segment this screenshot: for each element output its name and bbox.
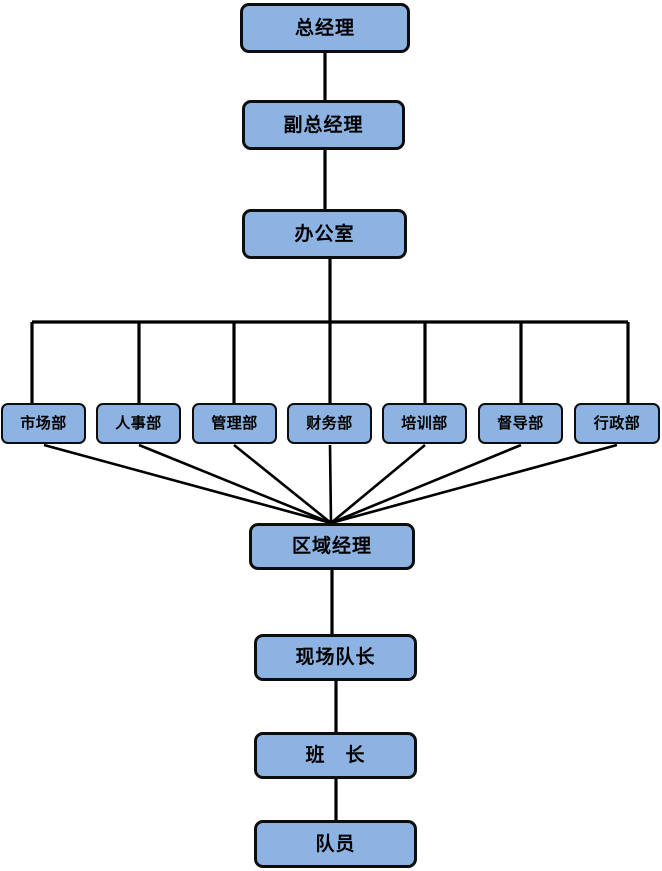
node-label-administration-dept: 行政部 [593,414,641,432]
connector-hr-to-regional [138,443,332,525]
node-label-site-team-leader: 现场队长 [295,646,376,668]
node-shift-leader[interactable]: 班 长 [254,732,417,779]
node-team-member[interactable]: 队员 [254,820,417,868]
node-supervision-dept[interactable]: 督导部 [478,403,563,444]
node-label-marketing-dept: 市场部 [20,414,67,432]
node-training-dept[interactable]: 培训部 [382,403,467,444]
node-hr-dept[interactable]: 人事部 [96,403,181,444]
connector-administration-to-regional [330,443,618,525]
node-regional-manager[interactable]: 区域经理 [249,523,415,570]
node-label-general-manager: 总经理 [294,16,355,39]
node-label-shift-leader: 班 长 [305,744,366,766]
node-management-dept[interactable]: 管理部 [192,403,277,444]
node-label-finance-dept: 财务部 [306,414,353,432]
node-label-hr-dept: 人事部 [115,414,162,432]
node-label-management-dept: 管理部 [211,414,258,432]
node-label-training-dept: 培训部 [401,414,448,432]
node-marketing-dept[interactable]: 市场部 [1,403,86,444]
connector-marketing-to-regional [43,443,332,525]
node-office[interactable]: 办公室 [242,209,407,259]
node-label-team-member: 队员 [315,832,356,855]
node-general-manager[interactable]: 总经理 [240,3,410,53]
node-label-office: 办公室 [294,222,355,245]
node-deputy-general-manager[interactable]: 副总经理 [242,100,405,150]
connector-management-to-regional [233,443,332,525]
node-site-team-leader[interactable]: 现场队长 [254,634,417,681]
node-finance-dept[interactable]: 财务部 [287,403,372,444]
node-label-deputy-general-manager: 副总经理 [283,113,364,136]
connector-finance-to-regional [328,444,333,524]
node-administration-dept[interactable]: 行政部 [574,403,660,444]
connector-training-to-regional [330,443,426,525]
node-label-supervision-dept: 督导部 [497,414,544,432]
node-label-regional-manager: 区域经理 [291,535,372,557]
connector-supervision-to-regional [330,443,522,525]
